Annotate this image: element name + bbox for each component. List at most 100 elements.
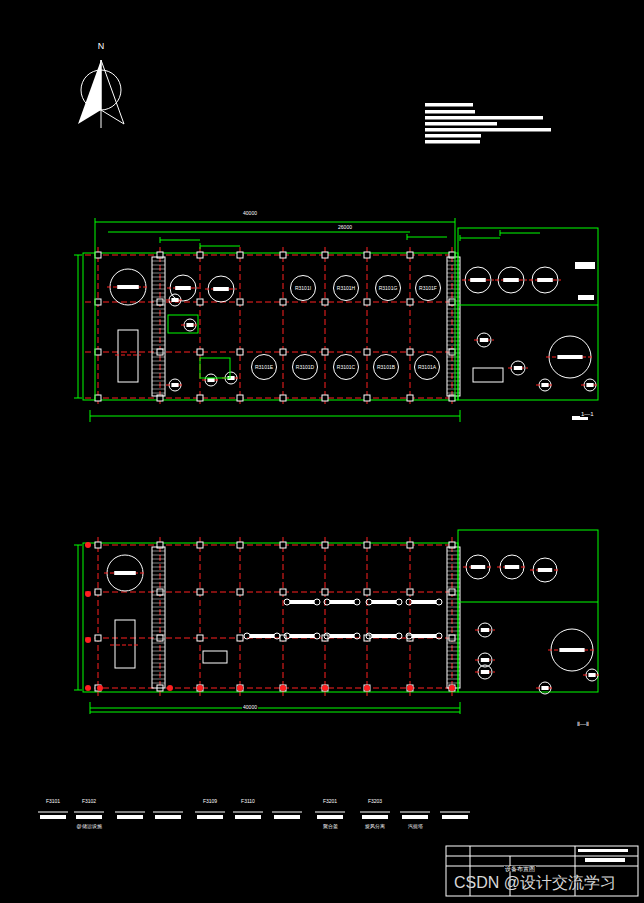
nozzle-symbol (406, 599, 412, 605)
drawing-line (152, 587, 165, 588)
drawing-rect (480, 338, 488, 342)
drawing-rect (118, 330, 138, 382)
drawing-rect (425, 140, 480, 144)
drawing-line (152, 305, 165, 306)
drawing-line (283, 537, 284, 696)
column-mark (322, 685, 328, 691)
drawing-line (407, 237, 447, 238)
drawing-rect (471, 565, 485, 569)
drawing-rect (330, 634, 354, 638)
drawing-rect (157, 635, 163, 641)
drawing-rect (481, 628, 489, 632)
drawing-line (152, 575, 165, 576)
drawing-rect (322, 542, 328, 548)
nozzle-symbol (354, 599, 360, 605)
drawing-line (240, 537, 241, 696)
drawing-rect (83, 253, 458, 400)
drawing-line (78, 255, 79, 398)
equipment-tag: R3101A (418, 365, 436, 370)
drawing-label: 汽提塔 (407, 824, 424, 829)
drawing-line (152, 277, 165, 278)
drawing-line (152, 361, 165, 362)
drawing-line (152, 623, 165, 624)
drawing-line (152, 655, 165, 656)
drawing-line (108, 232, 410, 233)
nozzle-symbol (366, 633, 372, 639)
drawing-rect (237, 589, 243, 595)
nozzle-symbol (324, 599, 330, 605)
drawing-line (98, 537, 99, 696)
column-mark (85, 591, 91, 597)
drawing-line (200, 246, 240, 247)
drawing-line (152, 611, 165, 612)
drawing-rect (203, 651, 227, 663)
drawing-rect (155, 815, 181, 819)
drawing-rect (425, 110, 475, 114)
column-mark (197, 685, 203, 691)
reactor-circle: R3101F (415, 275, 441, 301)
drawing-rect (280, 252, 286, 258)
drawing-line (85, 398, 455, 399)
drawing-rect (117, 815, 143, 819)
drawing-rect (157, 349, 163, 355)
drawing-rect (537, 278, 553, 282)
drawing-line (200, 247, 201, 404)
drawing-line (460, 238, 500, 239)
drawing-rect (473, 368, 503, 382)
drawing-line (74, 255, 82, 256)
drawing-label: 聚合釜 (322, 824, 339, 829)
drawing-rect (197, 349, 203, 355)
drawing-rect (207, 378, 214, 382)
equipment-tag: R3101H (337, 286, 355, 291)
drawing-rect (538, 568, 552, 572)
drawing-label: 旋风分离 (364, 824, 386, 829)
drawing-line (410, 537, 411, 696)
drawing-line (367, 247, 368, 404)
drawing-line (160, 247, 161, 404)
north-label: N (97, 42, 106, 51)
drawing-rect (322, 349, 328, 355)
drawing-rect (557, 355, 582, 359)
drawing-line (115, 812, 145, 813)
drawing-rect (157, 299, 163, 305)
nozzle-symbol (436, 599, 442, 605)
drawing-rect (95, 299, 101, 305)
drawing-line (152, 599, 165, 600)
drawing-line (152, 571, 165, 572)
drawing-rect (235, 815, 261, 819)
drawing-line (98, 247, 99, 404)
drawing-line (152, 297, 165, 298)
drawing-rect (503, 278, 519, 282)
drawing-rect (322, 685, 328, 691)
nozzle-symbol (406, 633, 412, 639)
drawing-line (152, 591, 165, 592)
drawing-line (152, 667, 165, 668)
drawing-line (152, 321, 165, 322)
equipment-tag: R3101G (379, 286, 398, 291)
drawing-line (160, 537, 161, 696)
column-mark (449, 685, 455, 691)
drawing-rect (40, 815, 66, 819)
drawing-line (160, 240, 200, 241)
drawing-rect (280, 299, 286, 305)
drawing-rect (412, 634, 436, 638)
drawing-line (458, 305, 598, 306)
drawing-rect (362, 815, 388, 819)
drawing-rect (407, 542, 413, 548)
drawing-rect (317, 815, 343, 819)
drawing-rect (364, 589, 370, 595)
drawing-line (152, 563, 165, 564)
drawing-rect (425, 134, 481, 138)
equipment-tag: R3101I (295, 286, 311, 291)
drawing-line (152, 639, 165, 640)
drawing-line (152, 281, 165, 282)
drawing-rect (442, 815, 468, 819)
drawing-line (152, 647, 165, 648)
drawing-label: F3101 (45, 799, 61, 804)
drawing-rect (407, 395, 413, 401)
drawing-rect (290, 634, 314, 638)
drawing-line (152, 337, 165, 338)
drawing-label: 40000 (242, 705, 258, 710)
reactor-circle: R3101B (373, 354, 399, 380)
drawing-line (200, 243, 201, 249)
